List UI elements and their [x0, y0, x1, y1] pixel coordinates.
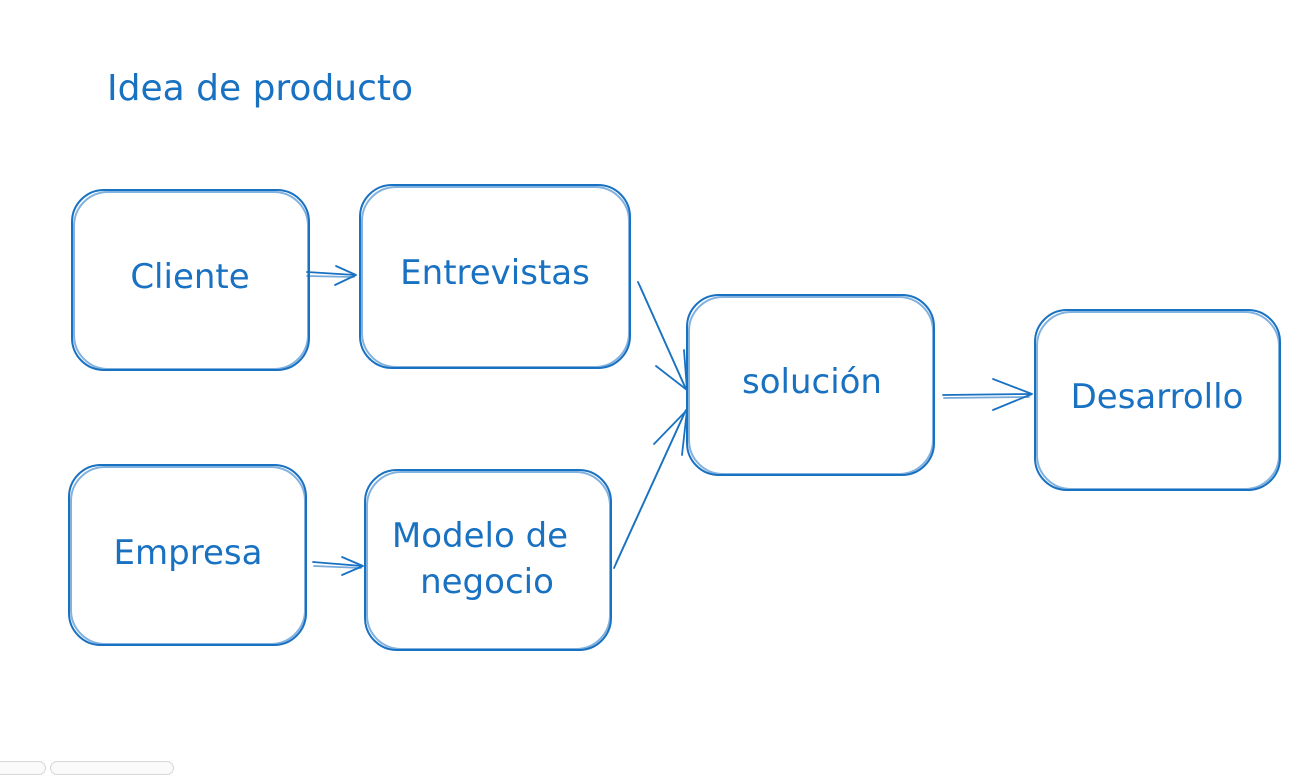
edge-cliente-entrevistas-line-sketch — [306, 275, 355, 278]
edge-solucion-desarrollo[interactable] — [942, 378, 1033, 411]
edge-entrevistas-solucion-arrowhead — [655, 349, 688, 391]
node-entrevistas-label: Entrevistas — [400, 253, 590, 293]
node-cliente[interactable]: Cliente — [71, 189, 310, 371]
node-empresa[interactable]: Empresa — [68, 464, 307, 646]
edge-cliente-entrevistas-arrowhead — [334, 265, 357, 286]
node-solucion-box-sketch — [688, 296, 934, 475]
edge-solucion-desarrollo-line-sketch — [943, 396, 1030, 399]
node-solucion-label: solución — [742, 362, 882, 402]
edge-modelo-solucion-line-sketch — [615, 413, 685, 564]
node-desarrollo[interactable]: Desarrollo — [1034, 309, 1281, 491]
node-modelo-box-sketch — [366, 471, 611, 650]
node-modelo[interactable]: Modelo de negocio — [364, 469, 612, 651]
edge-solucion-desarrollo-arrowhead — [992, 378, 1033, 411]
node-empresa-label: Empresa — [114, 533, 263, 573]
edge-solucion-desarrollo-line — [942, 393, 1031, 396]
edge-modelo-solucion-arrowhead — [653, 409, 688, 456]
diagram-title: Idea de producto — [107, 68, 413, 109]
edge-empresa-modelo-line-sketch — [313, 565, 362, 569]
node-solucion[interactable]: solución — [686, 294, 935, 476]
edge-cliente-entrevistas[interactable] — [306, 265, 357, 286]
node-modelo-label-line1: Modelo de — [392, 516, 568, 556]
edge-cliente-entrevistas-line — [306, 271, 356, 276]
edge-entrevistas-solucion-line-sketch — [639, 285, 685, 386]
edge-empresa-modelo[interactable] — [312, 556, 364, 576]
edge-modelo-solucion[interactable] — [613, 409, 688, 569]
node-cliente-label: Cliente — [130, 257, 249, 297]
node-entrevistas[interactable]: Entrevistas — [359, 184, 631, 369]
node-desarrollo-label: Desarrollo — [1071, 377, 1244, 417]
node-modelo-box — [364, 469, 612, 651]
bottom-toolbar-tab[interactable] — [0, 761, 46, 775]
node-desarrollo-box-sketch — [1036, 311, 1280, 490]
node-entrevistas-box-sketch — [361, 186, 630, 368]
bottom-toolbar-tab[interactable] — [50, 761, 174, 775]
node-modelo-label-line2: negocio — [420, 562, 554, 602]
node-cliente-box-sketch — [73, 191, 309, 370]
edge-empresa-modelo-arrowhead — [341, 556, 364, 576]
edge-entrevistas-solucion[interactable] — [637, 281, 688, 391]
node-empresa-box-sketch — [70, 466, 306, 645]
edge-empresa-modelo-line — [312, 561, 363, 567]
